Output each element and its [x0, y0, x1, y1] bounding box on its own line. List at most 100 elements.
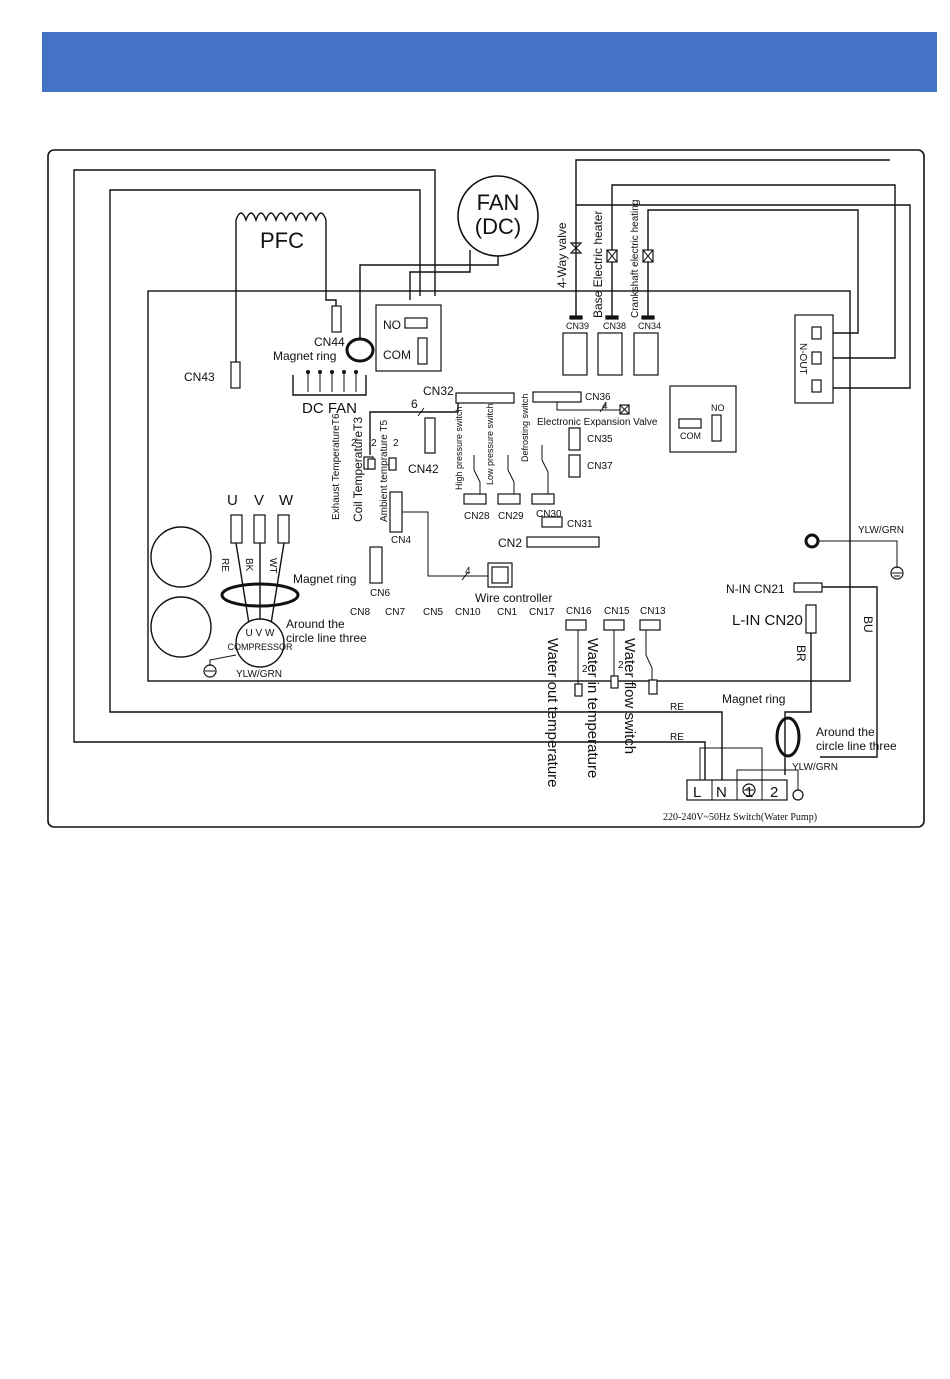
- cn16-connector: [565, 619, 587, 631]
- controller-wire-count: 4: [465, 566, 471, 577]
- defrosting-label: Defrosting switch: [520, 393, 530, 462]
- low-pressure-label: Low pressure switch: [485, 403, 495, 485]
- cn15-connector: [603, 619, 625, 631]
- terminal-2: 2: [770, 784, 778, 801]
- cn28-connector: [463, 493, 487, 505]
- relay-cn34: [633, 332, 659, 376]
- cn10-label: CN10: [455, 607, 481, 618]
- re-label-bottom: RE: [670, 732, 684, 743]
- ambient-sensor: [388, 457, 397, 471]
- relay-com-label: COM: [383, 348, 411, 362]
- magnet-ring-compressor: [220, 582, 300, 608]
- capacitor-bottom: [150, 596, 212, 658]
- ylw-grn-right-label: YLW/GRN: [858, 525, 904, 536]
- water-in-label: Water in temperature: [584, 638, 601, 778]
- cn29-connector: [497, 493, 521, 505]
- around-label-right: Around the: [816, 725, 875, 739]
- water-in-sensor: [610, 675, 619, 689]
- wire-controller-label: Wire controller: [475, 591, 552, 605]
- fan-label: FAN: [477, 190, 520, 215]
- water-flow-switch: [648, 679, 658, 695]
- compressor-label: COMPRESSOR: [227, 642, 293, 652]
- cn34-label: CN34: [638, 321, 661, 331]
- ground-terminal-right: [804, 533, 820, 549]
- crank-heater-label: Crankshaft electric heating: [630, 200, 641, 318]
- cn36-wire-count: 4: [602, 401, 608, 412]
- l-in-label: L-IN CN20: [732, 612, 803, 629]
- cn6-connector: [369, 546, 383, 584]
- cn44-connector: [331, 305, 342, 333]
- cn6-label: CN6: [370, 588, 390, 599]
- capacitor-top: [150, 526, 212, 588]
- cn42-connector: [424, 417, 436, 454]
- exhaust-temp-label: Exhaust TemperatureT6: [331, 413, 342, 520]
- magnet-ring-pump-label: Magnet ring: [722, 692, 785, 706]
- relay-com-contact: [417, 337, 428, 365]
- magnet-ring-comp-label: Magnet ring: [293, 572, 356, 586]
- cn37-connector: [568, 454, 581, 478]
- cn15-label: CN15: [604, 606, 630, 617]
- phase-u-label: U: [227, 492, 238, 509]
- ambient-temp-label: Ambient temprature T5: [379, 419, 390, 522]
- phase-v-label: V: [254, 492, 264, 509]
- sensor-pin-b: 2: [371, 438, 377, 449]
- cn7-label: CN7: [385, 607, 405, 618]
- water-flow-label: Water flow switch: [621, 638, 638, 754]
- pcb-board: [147, 290, 851, 682]
- circle-label-right: circle line three: [816, 739, 897, 753]
- sensor-pin-a: 2: [351, 438, 357, 449]
- pump-relay-com-contact: [678, 418, 702, 429]
- cn13-label: CN13: [640, 606, 666, 617]
- supply-label: 220-240V~50Hz Switch(Water Pump): [663, 812, 817, 823]
- high-pressure-label: High pressure switch: [454, 406, 464, 490]
- cn36-label: CN36: [585, 392, 611, 403]
- cn43-label: CN43: [184, 370, 215, 384]
- four-way-valve: [569, 242, 583, 254]
- n-out-pin-1: [811, 326, 822, 340]
- wire-controller-screen: [491, 566, 509, 584]
- cn39-label: CN39: [566, 321, 589, 331]
- cn44-label: CN44: [314, 335, 345, 349]
- cn32-connector: [455, 392, 515, 404]
- dc-fan-label: DC FAN: [302, 400, 357, 417]
- ylw-grn-bottom-label: YLW/GRN: [792, 762, 838, 773]
- terminal-1: 1: [745, 784, 753, 801]
- cn8-label: CN8: [350, 607, 370, 618]
- cn35-connector: [568, 427, 581, 451]
- cn4-label: CN4: [391, 535, 411, 546]
- cn34-pin: [641, 315, 655, 320]
- cn35-label: CN35: [587, 434, 613, 445]
- header-banner: [42, 32, 937, 92]
- coil-temp-label: Coil TemperatureT3: [351, 417, 365, 522]
- cn36-connector: [532, 391, 582, 403]
- pfc-coil: PFC: [235, 212, 337, 362]
- fan-relay: [375, 304, 442, 372]
- relay-cn39: [562, 332, 588, 376]
- earth-icon-right: [890, 566, 904, 580]
- water-out-sensor: [574, 683, 583, 697]
- cn5-label: CN5: [423, 607, 443, 618]
- circle-label-left: circle line three: [286, 631, 367, 645]
- cn2-connector: [526, 536, 600, 548]
- bk-wire-label: BK: [243, 558, 254, 572]
- pfc-label: PFC: [260, 228, 304, 253]
- cn30-label: CN30: [536, 509, 562, 520]
- terminal-l: L: [693, 784, 701, 801]
- earth-icon-compressor: [203, 664, 217, 678]
- water-in-pin: 2: [618, 660, 624, 671]
- br-label: BR: [794, 645, 808, 662]
- diagram-frame: [47, 149, 925, 828]
- cn32-label: CN32: [423, 384, 454, 398]
- wt-wire-label: WT: [267, 558, 278, 574]
- terminal-ground-icon: [742, 783, 756, 797]
- six-label: 6: [411, 397, 418, 411]
- pump-relay-no-label: NO: [711, 403, 725, 413]
- compressor-uvw-label: U V W: [246, 628, 275, 639]
- cn17-label: CN17: [529, 607, 555, 618]
- cn28-label: CN28: [464, 511, 490, 522]
- terminal-n: N: [716, 784, 727, 801]
- pump-relay-com-label: COM: [680, 431, 701, 441]
- earth-icon-bottom: [792, 789, 804, 801]
- cn43-connector: [230, 361, 241, 389]
- cn16-label: CN16: [566, 606, 592, 617]
